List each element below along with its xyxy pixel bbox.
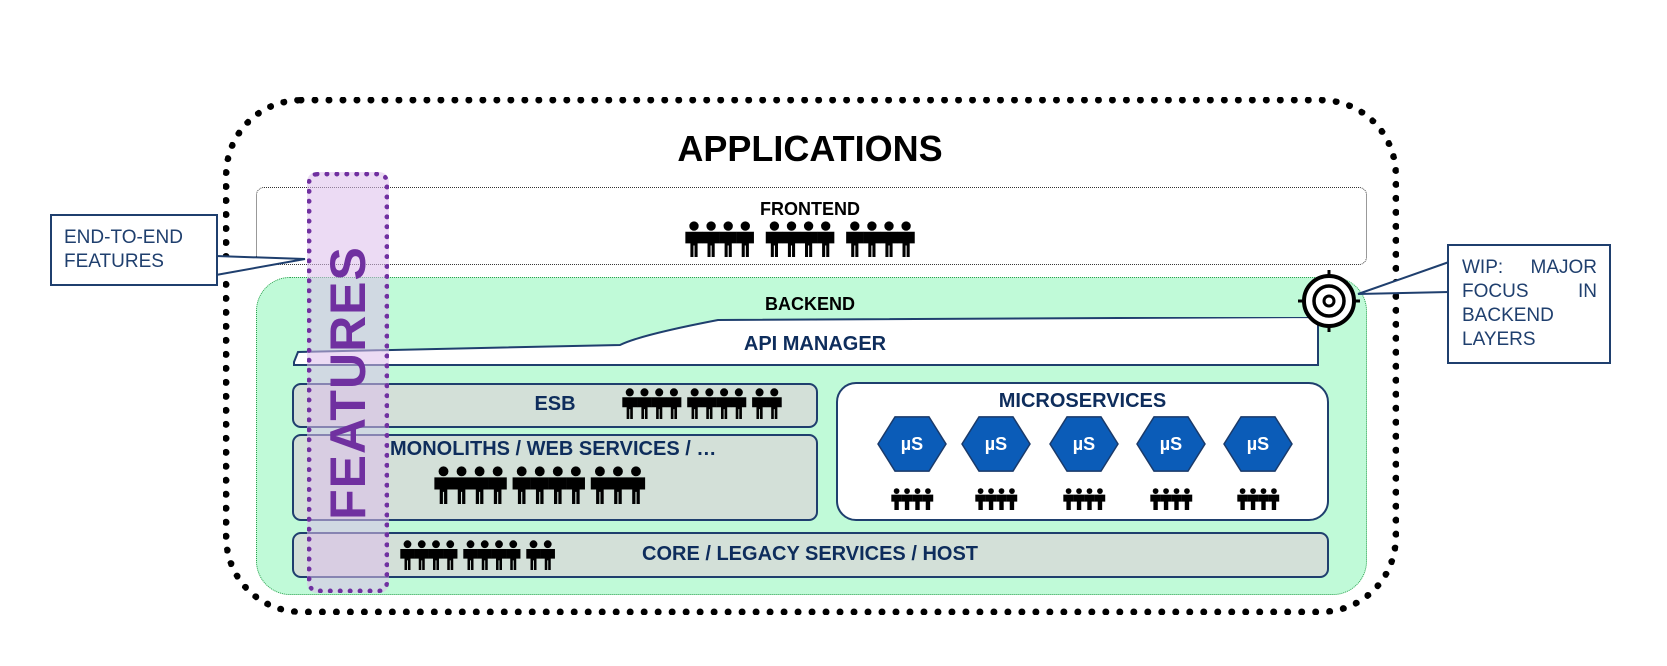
applications-title: APPLICATIONS (677, 128, 943, 169)
microservice-label: µS (1247, 434, 1269, 454)
callout-left-line2: FEATURES (64, 251, 164, 272)
microservices-label: MICROSERVICES (998, 390, 1167, 412)
microservice-hexagons: µS µS µS µS µS (877, 416, 1293, 510)
microservice-label: µS (1160, 434, 1182, 454)
applications-boundary (223, 97, 1399, 615)
microservice-label: µS (985, 434, 1007, 454)
backend-label: BACKEND (765, 294, 855, 314)
microservice-team-people-icon (1237, 488, 1280, 510)
api-manager-shape (293, 317, 1319, 366)
core-legacy-label: CORE / LEGACY SERVICES / HOST (642, 543, 978, 565)
microservice-label: µS (901, 434, 923, 454)
microservice-hexagon-icon (877, 416, 947, 472)
microservice-team-people-icon (1063, 488, 1106, 510)
api-manager-label: API MANAGER (743, 333, 887, 355)
microservice-hexagon-icon (1223, 416, 1293, 472)
microservice-label: µS (1073, 434, 1095, 454)
monoliths-label: MONOLITHS / WEB SERVICES / … (390, 438, 717, 460)
monoliths-team-people-icon (434, 466, 646, 504)
microservice-hexagon-icon (1136, 416, 1206, 472)
end-to-end-features-callout: END-TO-END FEATURES (50, 214, 218, 286)
frontend-label: FRONTEND (760, 199, 860, 219)
core-team-people-icon (400, 540, 555, 570)
features-band (307, 172, 389, 593)
frontend-layer (256, 187, 1367, 265)
esb-team-people-icon (622, 388, 782, 419)
callout-left-line1: END-TO-END (64, 227, 183, 248)
microservice-hexagon-icon (961, 416, 1031, 472)
microservice-hexagon-icon (1049, 416, 1119, 472)
target-icon (1298, 270, 1360, 332)
microservice-team-people-icon (1150, 488, 1193, 510)
wip-focus-callout: WIP: MAJOR FOCUS IN BACKEND LAYERS (1447, 244, 1611, 364)
microservice-team-people-icon (891, 488, 934, 510)
esb-label: ESB (534, 393, 576, 415)
microservice-team-people-icon (975, 488, 1018, 510)
frontend-team-people-icon (685, 221, 915, 257)
